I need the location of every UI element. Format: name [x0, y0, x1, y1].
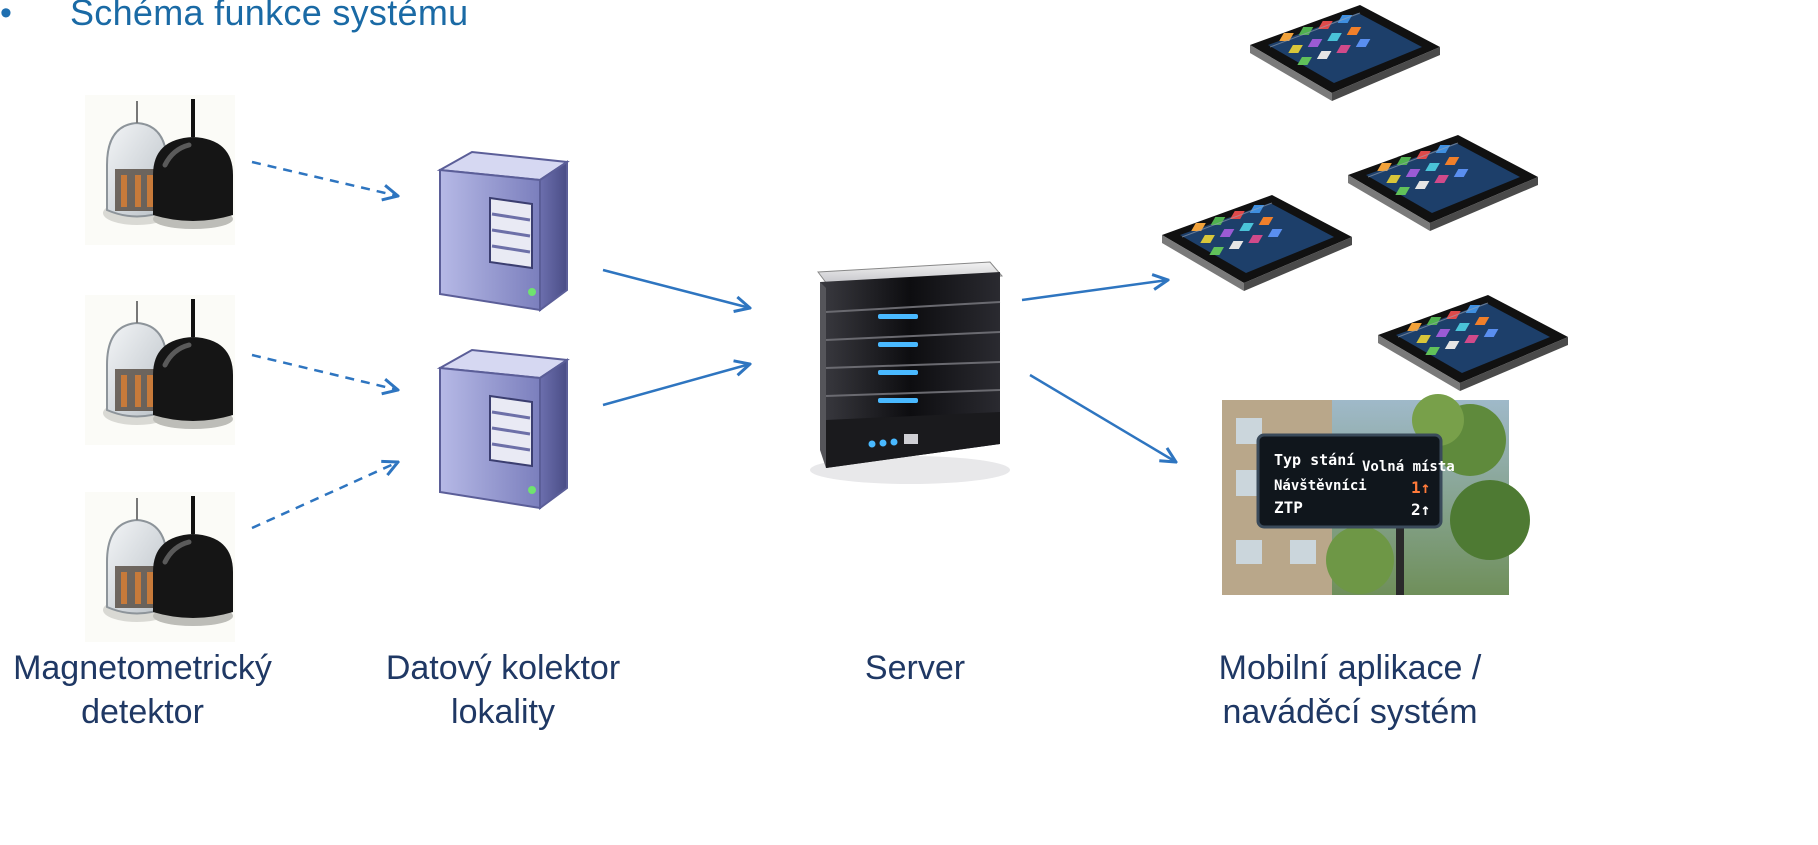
caption-mobile: Mobilní aplikace / naváděcí systém [1195, 646, 1505, 734]
board-row2-value: 2↑ [1411, 500, 1430, 519]
caption-mobile-line1: Mobilní aplikace / [1218, 649, 1482, 687]
arrow-collector2-server [602, 364, 750, 407]
magnetometric-sensor-2 [85, 295, 235, 445]
slide-title: Schéma funkce systému [70, 0, 469, 33]
smartphone-3 [1161, 194, 1353, 292]
caption-detector-line1: Magnetometrický [13, 649, 272, 687]
dashed-arrow-1 [251, 160, 398, 196]
caption-detector: Magnetometrický detektor [0, 646, 285, 734]
dashed-arrow-3 [251, 462, 398, 530]
caption-server-line1: Server [864, 649, 966, 687]
board-header-left: Typ stání [1274, 451, 1355, 469]
arrow-server-board [1029, 373, 1176, 462]
caption-detector-line2: detektor [81, 693, 204, 731]
caption-mobile-line2: naváděcí systém [1222, 693, 1478, 731]
title-bullet: • [0, 0, 12, 32]
magnetometric-sensor-1 [85, 95, 235, 245]
data-collector-2 [438, 348, 569, 510]
board-row1-label: Návštěvníci [1274, 478, 1367, 494]
slide-title-row: • Schéma funkce systému [0, 0, 468, 36]
data-collector-1 [438, 150, 569, 312]
arrow-collector1-server [602, 268, 750, 308]
arrow-server-mobile [1021, 280, 1168, 302]
dashed-arrow-2 [251, 353, 398, 390]
smartphone-4 [1377, 294, 1569, 392]
caption-collector-line2: lokality [451, 693, 555, 731]
board-row2-label: ZTP [1274, 498, 1303, 517]
smartphone-2 [1347, 134, 1539, 232]
caption-collector-line1: Datový kolektor [385, 649, 621, 687]
caption-server: Server [830, 646, 1000, 690]
magnetometric-sensor-3 [85, 492, 235, 642]
board-row1-value: 1↑ [1411, 478, 1430, 497]
smartphone-1 [1249, 4, 1441, 102]
server-machine [810, 261, 1010, 484]
board-header-right: Volná místa [1362, 459, 1455, 475]
guidance-board-photo [1222, 394, 1530, 595]
caption-collector: Datový kolektor lokality [378, 646, 628, 734]
